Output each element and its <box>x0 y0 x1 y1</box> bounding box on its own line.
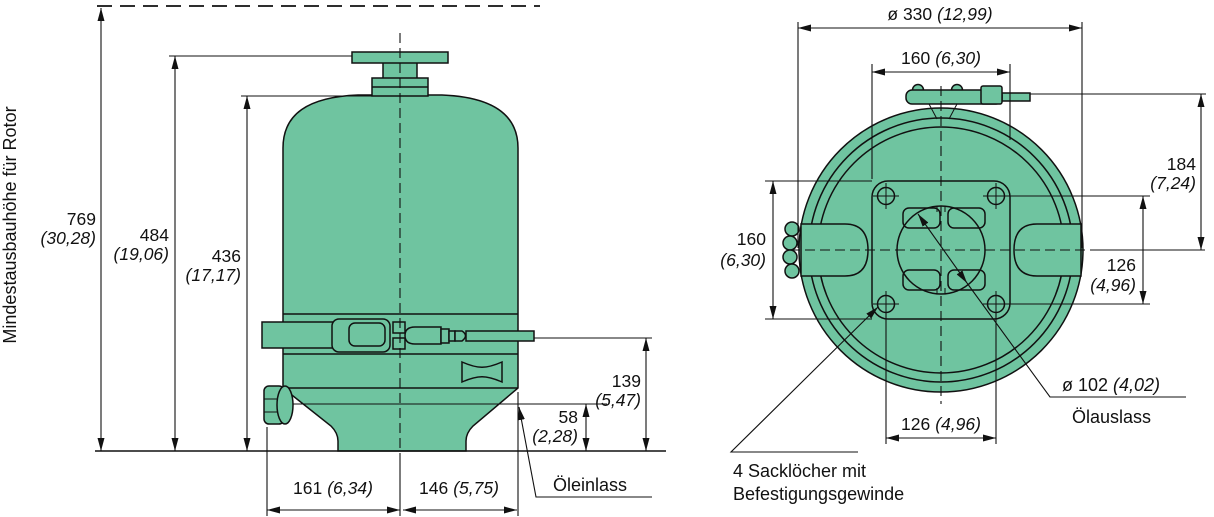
oil-outlet-leader <box>966 282 1186 398</box>
label-plate <box>461 360 503 384</box>
dim-769-inch: (30,28) <box>41 228 96 248</box>
blind-holes-leader <box>729 306 879 453</box>
side-view: Mindestausbauhöhe für Rotor 769 (30,28) … <box>0 5 666 516</box>
dim-58-inch: (2,28) <box>532 426 578 446</box>
dim-436-inch: (17,17) <box>186 265 241 285</box>
dim-146: 146(5,75) <box>419 478 499 498</box>
oil-inlet-label: Öleinlass <box>553 475 627 495</box>
blind-holes-label-line2: Befestigungsgewinde <box>733 484 904 504</box>
top-view: ø 330(12,99) 160(6,30) 160 (6,30) 184 (7… <box>720 4 1206 504</box>
oil-inlet-leader <box>517 406 652 498</box>
dim-line-102 <box>917 213 968 284</box>
dim-139-inch: (5,47) <box>595 390 641 410</box>
dim-139-mm: 139 <box>612 371 641 391</box>
dim-102-label: ø 102(4,02) <box>1062 375 1160 395</box>
dim-126v-inch: (4,96) <box>1090 275 1136 295</box>
dim-126h: 126(4,96) <box>901 414 981 434</box>
dim-160v-inch: (6,30) <box>720 250 766 270</box>
dim-484-mm: 484 <box>140 225 169 245</box>
dim-161: 161(6,34) <box>293 478 373 498</box>
dim-160v-mm: 160 <box>737 229 766 249</box>
clamp-latch-top <box>905 83 1031 120</box>
dim-769-mm: 769 <box>67 209 96 229</box>
hex-fitting-side <box>263 385 294 425</box>
rotor-clearance-label: Mindestausbauhöhe für Rotor <box>0 106 20 343</box>
dim-160h: 160(6,30) <box>901 48 981 68</box>
dim-484-inch: (19,06) <box>114 244 169 264</box>
dim-184-mm: 184 <box>1167 154 1196 174</box>
dim-58-mm: 58 <box>559 407 578 427</box>
dim-184-inch: (7,24) <box>1150 173 1196 193</box>
oil-outlet-label: Ölauslass <box>1072 407 1151 427</box>
clamp-band <box>261 318 535 353</box>
dim-330: ø 330(12,99) <box>887 4 992 24</box>
dim-436-mm: 436 <box>212 246 241 266</box>
blind-holes-label-line1: 4 Sacklöcher mit <box>733 461 866 481</box>
dim-126v-mm: 126 <box>1107 255 1136 275</box>
